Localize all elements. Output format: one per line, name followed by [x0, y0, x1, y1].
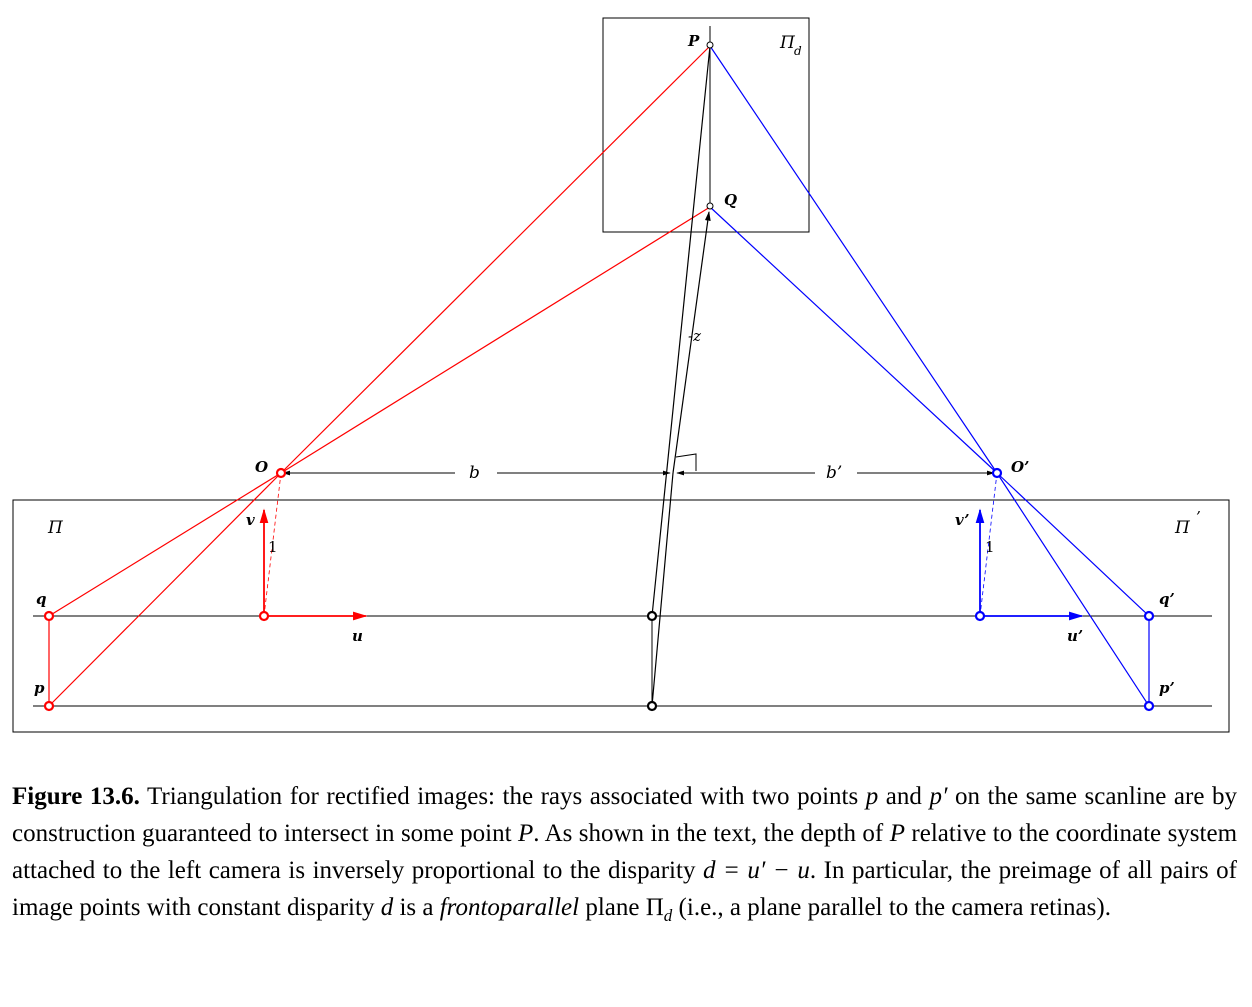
center-to-P [651, 45, 711, 617]
point-p [43, 700, 55, 712]
ray-Oprime-pprime [996, 472, 1150, 707]
label-one-left: 1 [268, 538, 278, 556]
label-one-right: 1 [985, 538, 995, 556]
caption-text: . In particular, the preimage of all pai… [12, 857, 1237, 921]
label-q-prime: q’ [1159, 590, 1175, 608]
caption-math-P: P [889, 820, 905, 847]
point-p-prime [1143, 700, 1155, 712]
caption-math-disparity: d = u′ − u [702, 857, 810, 884]
point-q [43, 610, 55, 622]
label-u: u [352, 627, 363, 645]
point-Q [706, 202, 714, 210]
point-O [275, 467, 287, 479]
caption-text: and [878, 783, 930, 810]
point-O-prime [991, 467, 1003, 479]
ray-O-P [280, 45, 711, 474]
label-pi-prime: Π [1174, 518, 1191, 538]
label-v: v [246, 511, 255, 529]
ray-O-q [48, 472, 282, 617]
triangulation-figure: P Q O O’ b b’ -z Π Π ’ Π d v v’ u u’ 1 1… [12, 17, 1230, 733]
label-Q: Q [724, 191, 737, 209]
center-scan-point-top [646, 610, 658, 622]
label-neg-z: -z [688, 327, 701, 345]
label-b-prime: b’ [826, 463, 842, 483]
image-plane-box [12, 499, 1230, 733]
caption-math-d: d [380, 894, 394, 921]
label-pi-prime-mark: ’ [1196, 508, 1201, 526]
caption-text: . As shown in the text, the depth of [533, 820, 890, 847]
caption-text: Triangulation for rectified images: the … [139, 783, 866, 810]
center-to-bottom [651, 472, 674, 707]
ray-Oprime-Q [709, 206, 998, 474]
label-pi-d-sub: d [794, 44, 802, 58]
ray-Oprime-qprime [996, 472, 1150, 617]
label-b: b [469, 463, 480, 483]
right-angle-marker [675, 453, 697, 471]
caption-math-pi-sub: d [663, 906, 673, 925]
ray-O-Q [280, 206, 711, 474]
caption-text: relative to the coordinate system attach… [12, 820, 1238, 884]
label-O: O [255, 458, 268, 476]
caption-text: is a [393, 894, 440, 921]
label-P: P [687, 32, 700, 50]
depth-axis [672, 211, 711, 474]
caption-frontoparallel: frontoparallel [439, 894, 580, 921]
left-focal-dashed [263, 472, 282, 617]
label-q: q [36, 590, 47, 608]
caption-text: plane [579, 894, 646, 921]
label-u-prime: u’ [1067, 627, 1083, 645]
caption-text: (i.e., a plane parallel to the camera re… [672, 894, 1111, 921]
point-P [706, 41, 714, 49]
label-pi-d: Π [779, 33, 796, 53]
figure-number: Figure 13.6. [12, 783, 140, 810]
label-p-prime: p’ [1159, 679, 1175, 697]
center-scan-point-bottom [646, 700, 658, 712]
label-pi: Π [47, 518, 64, 538]
ray-O-p [48, 472, 282, 707]
label-p: p [34, 679, 45, 697]
caption-math-p-prime: p′ [929, 783, 948, 810]
right-origin-point [974, 610, 986, 622]
label-O-prime: O’ [1011, 458, 1029, 476]
figure-caption: Figure 13.6. Triangulation for rectified… [12, 778, 1237, 934]
caption-text: on the same scanline are by construction… [12, 783, 1237, 847]
caption-math-p: p [865, 783, 879, 810]
right-focal-dashed [979, 472, 998, 617]
label-v-prime: v’ [955, 511, 970, 529]
caption-math-pi: Π [645, 894, 664, 921]
caption-math-P: P [517, 820, 534, 847]
left-origin-point [258, 610, 270, 622]
point-q-prime [1143, 610, 1155, 622]
ray-Oprime-P [709, 45, 998, 474]
